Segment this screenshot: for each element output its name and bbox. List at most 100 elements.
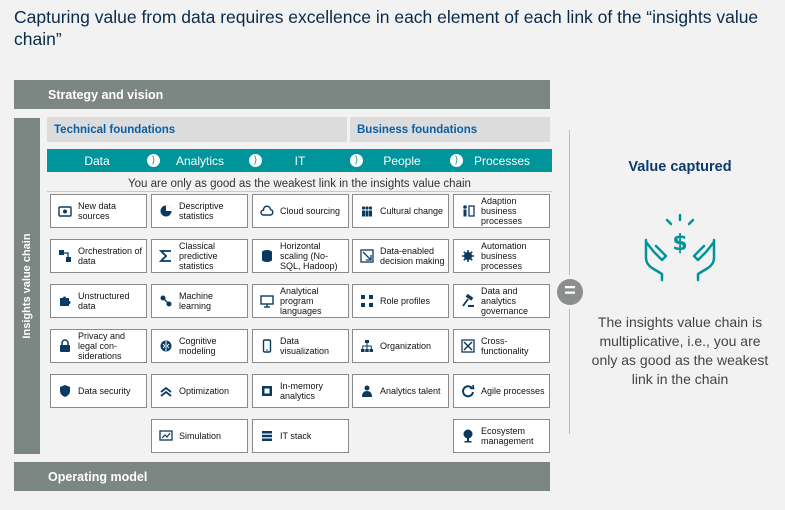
link-data: Data: [47, 149, 147, 172]
business-foundations-header: Business foundations: [350, 117, 550, 142]
element-card-label: Data-enabled decision making: [380, 246, 445, 266]
strategy-and-vision-bar: Strategy and vision: [14, 80, 550, 109]
element-card-label: Automation business processes: [481, 241, 527, 271]
element-card: Ecosystem management: [453, 419, 550, 453]
element-card: In-memory analytics: [252, 374, 349, 408]
element-card: Automation business processes: [453, 239, 550, 273]
element-card-label: Orchestration of data: [78, 246, 143, 266]
decision-icon: [360, 249, 374, 263]
element-card-label: Classical predictive statistics: [179, 241, 218, 271]
cross-arrows-icon: [461, 339, 475, 353]
database-icon: [260, 249, 274, 263]
value-chain-links-bar: [47, 149, 552, 172]
divider: [569, 130, 570, 275]
link-it-label: IT: [294, 153, 306, 168]
link-data-label: Data: [84, 153, 110, 168]
link-chain-icon: ⟩: [249, 154, 262, 167]
element-card-label: Simulation: [179, 431, 222, 441]
element-card: Simulation: [151, 419, 248, 453]
insights-value-chain-sidebar: Insights value chain: [14, 118, 40, 454]
element-card: Adaption business processes: [453, 194, 550, 228]
operating-model-label: Operating model: [48, 469, 148, 484]
hands-money-icon: $: [640, 212, 720, 282]
element-card: Organization: [352, 329, 449, 363]
element-card-label: In-memory analytics: [280, 381, 324, 401]
strategy-and-vision-label: Strategy and vision: [48, 87, 164, 102]
element-card-label: Cultural change: [380, 206, 444, 216]
element-card: Horizontal scaling (No-SQL, Hadoop): [252, 239, 349, 273]
gear-icon: [461, 249, 475, 263]
element-card: Analytical program languages: [252, 284, 349, 318]
adaption-icon: [461, 204, 475, 218]
monitor-icon: [260, 294, 274, 308]
brain-icon: [159, 339, 173, 353]
lock-icon: [58, 339, 72, 353]
element-card: Orchestration of data: [50, 239, 147, 273]
link-people: People: [352, 149, 452, 172]
element-card-label: Descriptive statistics: [179, 201, 224, 221]
element-card: Data visualization: [252, 329, 349, 363]
element-card: New data sources: [50, 194, 147, 228]
element-card: IT stack: [252, 419, 349, 453]
svg-text:$: $: [672, 231, 687, 256]
operating-model-bar: Operating model: [14, 462, 550, 491]
link-analytics: Analytics: [150, 149, 250, 172]
element-card-label: Agile processes: [481, 386, 545, 396]
element-card: Cross-functionality: [453, 329, 550, 363]
element-card-label: Analytical program languages: [280, 286, 322, 316]
element-card: Unstructured data: [50, 284, 147, 318]
org-nodes-icon: [360, 294, 374, 308]
element-card-label: Analytics talent: [380, 386, 441, 396]
element-card: Machine learning: [151, 284, 248, 318]
shield-icon: [58, 384, 72, 398]
element-card-label: Data visualization: [280, 336, 330, 356]
divider: [569, 309, 570, 434]
element-card: Data security: [50, 374, 147, 408]
memory-icon: [260, 384, 274, 398]
puzzle-icon: [58, 294, 72, 308]
element-card-label: Data security: [78, 386, 131, 396]
element-card: Agile processes: [453, 374, 550, 408]
talent-icon: [360, 384, 374, 398]
element-card-label: New data sources: [78, 201, 117, 221]
element-card-label: Cross-functionality: [481, 336, 529, 356]
element-card: Data-enabled decision making: [352, 239, 449, 273]
link-chain-icon: ⟩: [147, 154, 160, 167]
element-card: Data and analytics governance: [453, 284, 550, 318]
cycle-icon: [461, 384, 475, 398]
weakest-link-caption: You are only as good as the weakest link…: [128, 178, 471, 190]
equals-icon: =: [557, 279, 583, 305]
link-processes: Processes: [452, 149, 552, 172]
tree-icon: [461, 429, 475, 443]
new-data-sources-icon: [58, 204, 72, 218]
element-card: Descriptive statistics: [151, 194, 248, 228]
element-card-label: Optimization: [179, 386, 230, 396]
page-title: Capturing value from data requires excel…: [14, 7, 759, 49]
link-people-label: People: [383, 153, 421, 168]
value-captured-title: Value captured: [628, 159, 732, 175]
element-card-label: IT stack: [280, 431, 312, 441]
sigma-icon: [159, 249, 173, 263]
pie-chart-icon: [159, 204, 173, 218]
insights-value-chain-label: Insights value chain: [21, 233, 33, 339]
element-card: Classical predictive statistics: [151, 239, 248, 273]
element-card-label: Privacy and legal con-siderations: [78, 331, 126, 361]
element-card-label: Organization: [380, 341, 432, 351]
people-icon: [360, 204, 374, 218]
orchestration-icon: [58, 249, 72, 263]
element-card: Cloud sourcing: [252, 194, 349, 228]
element-card: Optimization: [151, 374, 248, 408]
element-card-label: Horizontal scaling (No-SQL, Hadoop): [280, 241, 338, 271]
technical-foundations-header: Technical foundations: [47, 117, 347, 142]
link-chain-icon: ⟩: [450, 154, 463, 167]
technical-foundations-label: Technical foundations: [54, 123, 176, 136]
element-card-label: Cognitive modeling: [179, 336, 217, 356]
business-foundations-label: Business foundations: [357, 123, 478, 136]
simulation-icon: [159, 429, 173, 443]
divider: [47, 191, 552, 192]
optimization-icon: [159, 384, 173, 398]
element-card-label: Unstructured data: [78, 291, 130, 311]
element-card-label: Adaption business processes: [481, 196, 523, 226]
link-processes-label: Processes: [473, 153, 531, 168]
element-card-label: Cloud sourcing: [280, 206, 341, 216]
